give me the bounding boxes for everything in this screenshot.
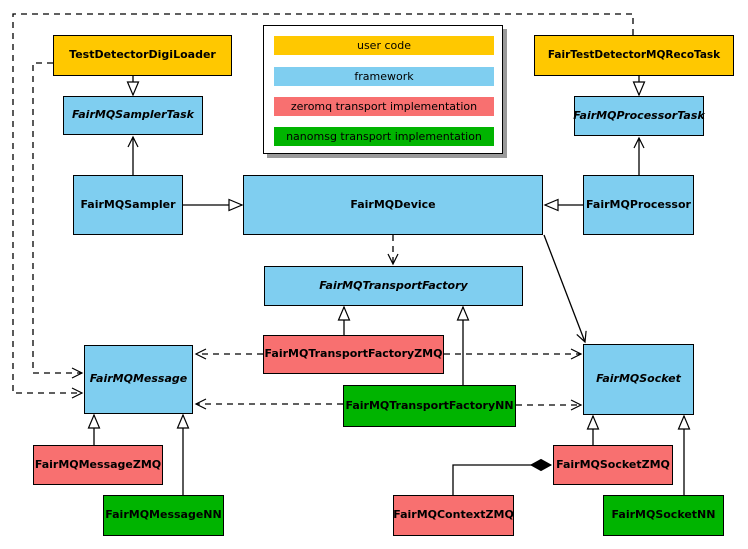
edge-device-socket bbox=[543, 234, 587, 344]
class-box-fairmqcontextzmq: FairMQContextZMQ bbox=[393, 495, 514, 536]
class-box-fairmqmessagenn: FairMQMessageNN bbox=[103, 495, 224, 536]
class-box-fairmqsocketnn: FairMQSocketNN bbox=[603, 495, 724, 536]
class-box-fairmqprocessortask: FairMQProcessorTask bbox=[573, 96, 705, 136]
class-box-fairmqsocket: FairMQSocket bbox=[583, 344, 694, 415]
class-box-testdetectordigiloader: TestDetectorDigiLoader bbox=[53, 35, 232, 76]
class-box-fairmqtransportfactory: FairMQTransportFactory bbox=[264, 266, 523, 306]
class-box-fairmqdevice: FairMQDevice bbox=[243, 175, 543, 235]
legend-item-nanomsg: nanomsg transport implementation bbox=[274, 127, 494, 146]
class-box-fairmqsampler: FairMQSampler bbox=[73, 175, 183, 235]
legend-item-framework: framework bbox=[274, 67, 494, 86]
legend-item-user-code: user code bbox=[274, 36, 494, 55]
class-box-fairmqmessagezmq: FairMQMessageZMQ bbox=[33, 445, 163, 485]
class-box-fairmqmessage: FairMQMessage bbox=[84, 345, 193, 414]
class-box-fairmqsamplertask: FairMQSamplerTask bbox=[63, 96, 203, 135]
class-box-fairmqtransportfactoryzmq: FairMQTransportFactoryZMQ bbox=[263, 335, 444, 374]
class-box-fairmqsocketzmq: FairMQSocketZMQ bbox=[553, 445, 673, 485]
class-box-fairmqtransportfactorynn: FairMQTransportFactoryNN bbox=[343, 385, 516, 427]
legend-item-zeromq: zeromq transport implementation bbox=[274, 97, 494, 116]
legend-box: user code framework zeromq transport imp… bbox=[263, 25, 503, 154]
edge-contextzmq-sockzmq bbox=[452, 458, 553, 495]
class-box-fairtestdetectormqrecotask: FairTestDetectorMQRecoTask bbox=[534, 35, 734, 76]
class-box-fairmqprocessor: FairMQProcessor bbox=[583, 175, 694, 235]
